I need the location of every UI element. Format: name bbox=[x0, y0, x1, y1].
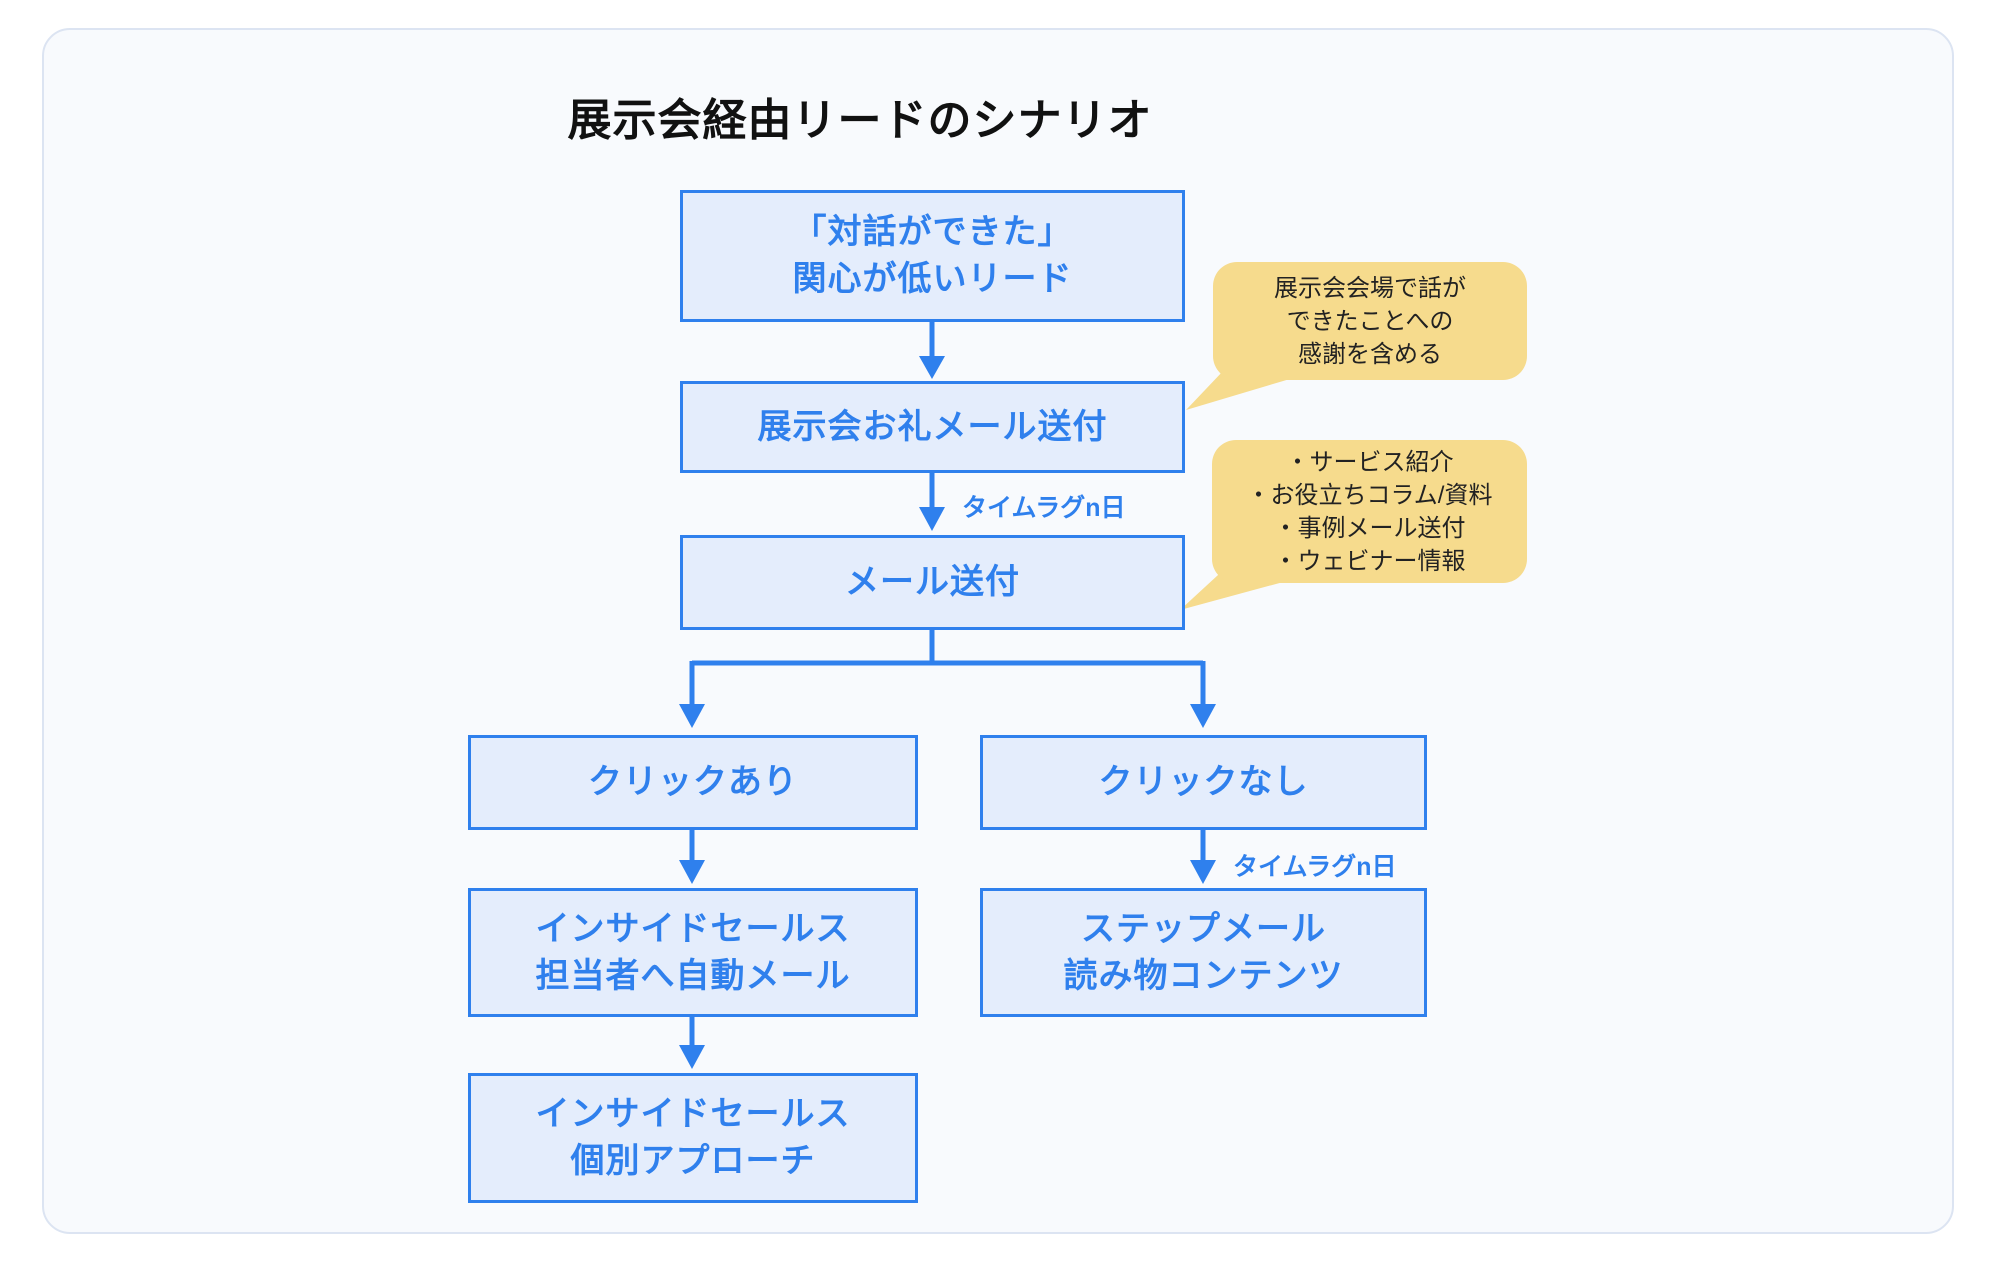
node-inside-sales-auto-mail: インサイドセールス 担当者へ自動メール bbox=[468, 888, 918, 1017]
node-send-mail: メール送付 bbox=[680, 535, 1185, 630]
callout-mail-note-line4: ・ウェビナー情報 bbox=[1273, 547, 1466, 575]
node-click-yes: クリックあり bbox=[468, 735, 918, 830]
node-send-mail-label: メール送付 bbox=[845, 563, 1020, 601]
callout-thanks-note-line3: 感謝を含める bbox=[1298, 340, 1442, 368]
callout-mail-note-line2: ・お役立ちコラム/資料 bbox=[1246, 481, 1493, 509]
node-inside-sales-approach-line2: 個別アプローチ bbox=[570, 1142, 816, 1180]
edge-label-timelag-mail: タイムラグn日 bbox=[962, 494, 1126, 522]
edge-label-timelag-step: タイムラグn日 bbox=[1233, 853, 1397, 881]
node-low-interest-lead-line1: 「対話ができた」 bbox=[792, 213, 1073, 251]
callout-thanks-note-line1: 展示会会場で話が bbox=[1274, 274, 1466, 302]
node-low-interest-lead: 「対話ができた」 関心が低いリード bbox=[680, 190, 1185, 322]
node-inside-sales-approach-line1: インサイドセールス bbox=[535, 1095, 851, 1133]
node-low-interest-lead-line2: 関心が低いリード bbox=[792, 260, 1073, 298]
node-step-mail-line2: 読み物コンテンツ bbox=[1063, 956, 1344, 995]
node-inside-sales-auto-mail-line1: インサイドセールス bbox=[535, 909, 851, 948]
callout-mail-note: ・サービス紹介 ・お役立ちコラム/資料 ・事例メール送付 ・ウェビナー情報 bbox=[1212, 440, 1527, 583]
diagram-title: 展示会経由リードのシナリオ bbox=[567, 96, 1153, 145]
callout-mail-note-line1: ・サービス紹介 bbox=[1285, 448, 1454, 476]
callout-thanks-note: 展示会会場で話が できたことへの 感謝を含める bbox=[1213, 262, 1527, 380]
callout-mail-note-line3: ・事例メール送付 bbox=[1273, 514, 1466, 542]
node-step-mail: ステップメール 読み物コンテンツ bbox=[980, 888, 1427, 1017]
node-click-no-label: クリックなし bbox=[1098, 763, 1309, 801]
node-inside-sales-auto-mail-line2: 担当者へ自動メール bbox=[535, 956, 851, 995]
callout-thanks-note-line2: できたことへの bbox=[1286, 307, 1454, 335]
node-inside-sales-approach: インサイドセールス 個別アプローチ bbox=[468, 1073, 918, 1203]
node-thanks-mail-label: 展示会お礼メール送付 bbox=[757, 407, 1108, 446]
node-thanks-mail: 展示会お礼メール送付 bbox=[680, 381, 1185, 473]
node-step-mail-line1: ステップメール bbox=[1081, 909, 1326, 948]
node-click-no: クリックなし bbox=[980, 735, 1427, 830]
node-click-yes-label: クリックあり bbox=[588, 763, 798, 801]
